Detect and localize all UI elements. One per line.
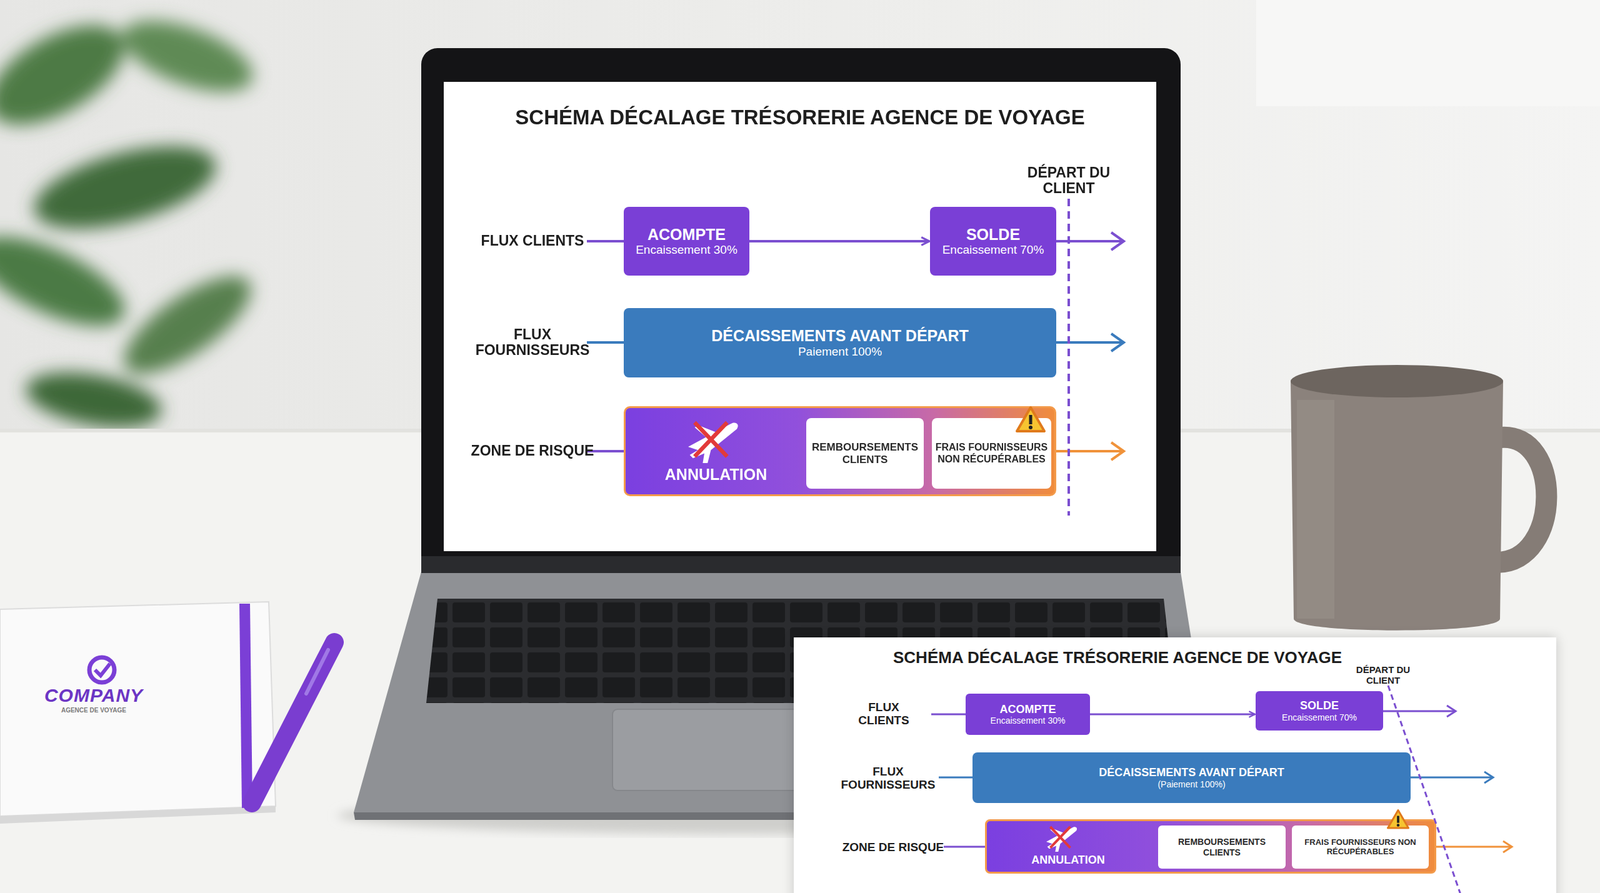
- node-heading: FRAIS FOURNISSEURS NON RÉCUPÉRABLES: [934, 441, 1049, 465]
- arrow-head: [1111, 442, 1124, 460]
- node-heading: ANNULATION: [625, 465, 807, 484]
- node-subtext: Encaissement 70%: [942, 243, 1045, 257]
- mug-handle: [1496, 437, 1547, 563]
- risk-box: FRAIS FOURNISSEURS NON RÉCUPÉRABLES: [931, 418, 1052, 489]
- row-label: FLUX FOURNISSEURS: [835, 765, 942, 792]
- node-heading: FRAIS FOURNISSEURS NON RÉCUPÉRABLES: [1294, 838, 1427, 857]
- node-heading: REMBOURSEMENTS CLIENTS: [808, 441, 922, 466]
- brand-text: AGENCE DE VOYAGE: [12, 706, 175, 714]
- out-arrow: [1410, 776, 1492, 779]
- trackpad: [612, 709, 800, 791]
- mug-highlight: [1296, 400, 1335, 619]
- mug-rim: [1290, 365, 1504, 398]
- arrow-head: [1503, 841, 1512, 853]
- pen: [251, 642, 335, 804]
- out-arrow: [1436, 846, 1511, 849]
- node-heading: ACOMPTE: [647, 225, 726, 244]
- node-subtext: Paiement 100%: [798, 345, 882, 359]
- flow-box: ACOMPTEEncaissement 30%: [623, 206, 750, 276]
- arrow-head: [1484, 771, 1494, 784]
- row-line: [931, 713, 966, 716]
- node-heading: SOLDE: [966, 225, 1020, 244]
- row-label: DÉPART DU CLIENT: [1345, 665, 1421, 686]
- risk-box: FRAIS FOURNISSEURS NON RÉCUPÉRABLES: [1291, 825, 1429, 869]
- node-subtext: Encaissement 70%: [1281, 712, 1357, 723]
- row-label: ZONE DE RISQUE: [821, 841, 965, 855]
- window-light: [1256, 0, 1600, 107]
- leaf: [25, 130, 225, 245]
- row-label: DÉPART DU CLIENT: [1015, 165, 1122, 197]
- flow-box: DÉCAISSEMENTS AVANT DÉPARTPaiement 100%: [623, 308, 1057, 378]
- laptop-bezel: [421, 48, 1181, 574]
- leaf: [21, 363, 167, 437]
- laptop-screen: SCHÉMA DÉCALAGE TRÉSORERIE AGENCE DE VOY…: [443, 81, 1157, 552]
- printed-sheet: ACOMPTEEncaissement 30%SOLDEEncaissement…: [793, 637, 1557, 893]
- leaf: [110, 258, 265, 391]
- laptop-hinge: [421, 556, 1181, 574]
- logo-check: [95, 663, 110, 676]
- logo-ring: [89, 657, 115, 683]
- out-arrow: [1056, 450, 1123, 453]
- plant: [0, 5, 265, 437]
- row-line: [586, 341, 624, 344]
- departure-line: [1067, 198, 1070, 516]
- node-subtext: Encaissement 30%: [635, 243, 738, 257]
- row-line: [938, 776, 973, 779]
- out-arrow: [1056, 341, 1123, 344]
- brand-text: COMPANY: [12, 685, 175, 706]
- node-subtext: Encaissement 30%: [990, 715, 1066, 726]
- out-arrow: [1383, 710, 1455, 713]
- flow-arrow: [1090, 713, 1255, 716]
- node-heading: SOLDE: [1300, 699, 1339, 713]
- notebook-band: [239, 603, 253, 809]
- flow-arrow: [749, 240, 930, 243]
- row-label: SCHÉMA DÉCALAGE TRÉSORERIE AGENCE DE VOY…: [805, 648, 1430, 667]
- out-arrow: [1056, 240, 1123, 243]
- node-subtext: (Paiement 100%): [1157, 779, 1225, 790]
- row-label: FLUX CLIENTS: [852, 701, 915, 728]
- risk-box: REMBOURSEMENTS CLIENTS: [806, 418, 924, 489]
- risk-box: REMBOURSEMENTS CLIENTS: [1158, 825, 1286, 869]
- flow-box: SOLDEEncaissement 70%: [1255, 691, 1384, 731]
- flow-box: DÉCAISSEMENTS AVANT DÉPART(Paiement 100%…: [972, 752, 1411, 804]
- leaf: [0, 5, 140, 145]
- notebook: [0, 601, 276, 817]
- arrow-head: [1111, 333, 1124, 352]
- row-line: [943, 846, 985, 849]
- risk-band: ANNULATIONREMBOURSEMENTS CLIENTS FRAIS FO…: [623, 406, 1057, 497]
- diagram-title: SCHÉMA DÉCALAGE TRÉSORERIE AGENCE DE VOY…: [456, 106, 1144, 129]
- node-heading: DÉCAISSEMENTS AVANT DÉPART: [711, 326, 969, 345]
- arrow-head: [1446, 705, 1456, 717]
- pen-clip: [306, 650, 329, 694]
- arrow-head: [1111, 232, 1124, 250]
- flow-box: SOLDEEncaissement 70%: [930, 206, 1057, 276]
- row-line: [586, 240, 624, 243]
- row-label: ZONE DE RISQUE: [451, 443, 614, 459]
- node-heading: DÉCAISSEMENTS AVANT DÉPART: [1098, 766, 1284, 780]
- row-label: FLUX CLIENTS: [454, 233, 611, 249]
- mug-body: [1290, 381, 1504, 631]
- risk-band: ANNULATION REMBOURSEMENTS CLIENTS FRAIS FO…: [985, 819, 1437, 874]
- leaf: [113, 6, 262, 107]
- leaf: [0, 218, 137, 345]
- notebook-edge: [0, 806, 276, 824]
- node-heading: ACOMPTE: [1000, 703, 1057, 717]
- flow-box: ACOMPTEEncaissement 30%: [965, 693, 1090, 735]
- node-heading: ANNULATION: [986, 853, 1150, 867]
- row-label: FLUX FOURNISSEURS: [470, 326, 595, 359]
- node-heading: REMBOURSEMENTS CLIENTS: [1160, 836, 1284, 857]
